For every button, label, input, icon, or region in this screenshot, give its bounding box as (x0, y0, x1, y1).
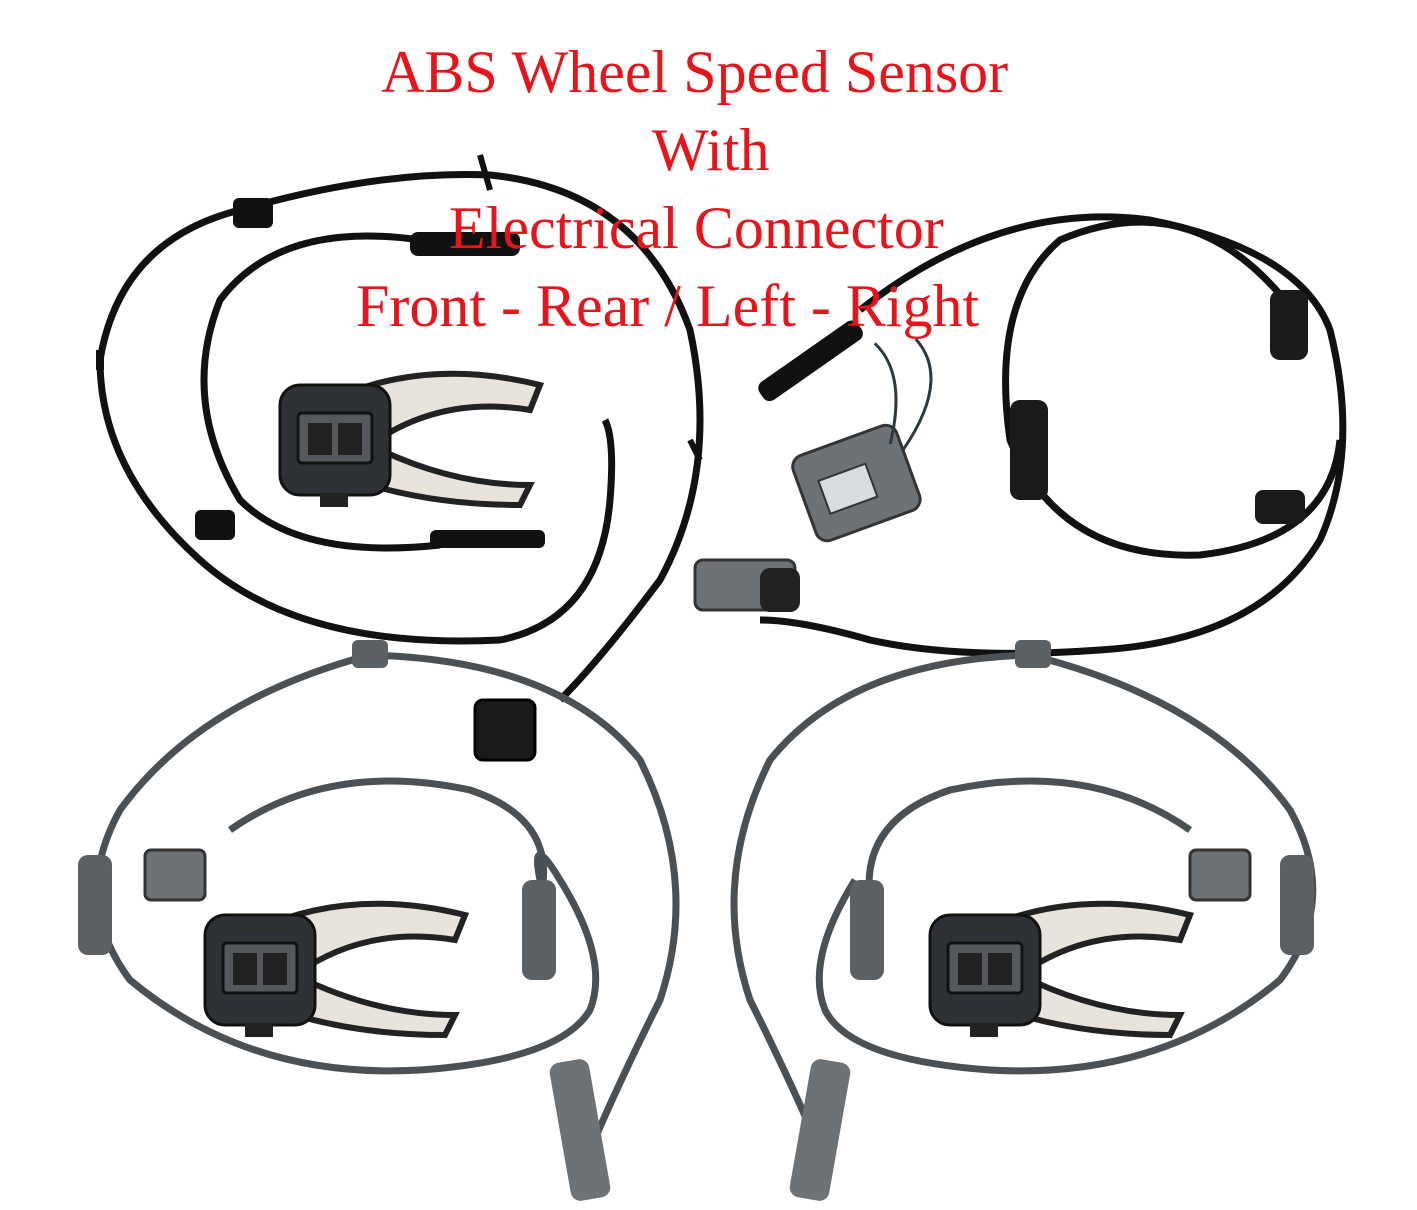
connector-inset-top (280, 374, 540, 507)
title-line-2: With (652, 117, 770, 183)
black-sensor-left (96, 154, 704, 762)
gray-sensor-right (730, 640, 1317, 1201)
title-line-1: ABS Wheel Speed Sensor (381, 39, 1009, 105)
connector-inset-bottom-left (205, 904, 465, 1037)
title-line-4: Front - Rear / Left - Right (356, 273, 980, 339)
gray-sensor-left (78, 640, 680, 1201)
title-line-3: Electrical Connector (449, 195, 944, 261)
connector-inset-bottom-right (930, 904, 1190, 1037)
black-sensor-right (693, 213, 1347, 657)
gray-pigtail-connector (791, 338, 933, 543)
